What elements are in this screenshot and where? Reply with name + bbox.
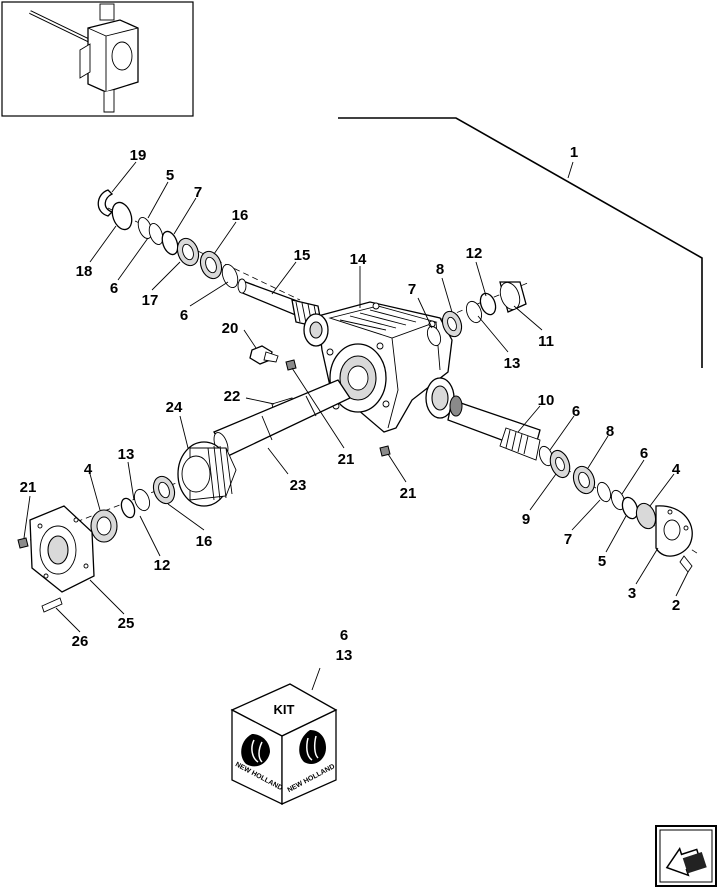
callout-1: 1 [570,144,578,161]
callout-4: 4 [672,461,681,478]
callout-21: 21 [20,479,37,496]
callout-5: 5 [598,553,606,570]
callout-6: 6 [640,445,648,462]
callout-2: 2 [672,597,680,614]
callout-18: 18 [76,263,93,280]
callout-6: 6 [180,307,188,324]
callout-8: 8 [606,423,614,440]
callout-21: 21 [400,485,417,502]
kit-box: 6 13 KIT NEW HOLLAND NEW HOLLAND [230,627,353,806]
callout-23: 23 [290,477,307,494]
callout-5: 5 [166,167,174,184]
callout-25: 25 [118,615,135,632]
upper-right-parts [426,281,527,347]
callout-10: 10 [538,392,555,409]
callout-13: 13 [504,355,521,372]
callout-7: 7 [408,281,416,298]
lower-left-parts [29,475,176,613]
callout-16: 16 [232,207,249,224]
callout-11: 11 [538,333,554,350]
output-shaft-10 [447,395,541,461]
callout-12: 12 [154,557,171,574]
next-page-button[interactable] [655,825,717,887]
callout-7: 7 [194,184,202,201]
callout-7: 7 [564,531,572,548]
gearbox-housing-14 [303,301,455,433]
callout-20: 20 [222,320,239,337]
callout-8: 8 [436,261,444,278]
callout-15: 15 [294,247,311,264]
fasteners [17,345,391,549]
kit-ref-13: 13 [336,647,353,664]
callout-21: 21 [338,451,355,468]
callout-13: 13 [118,446,135,463]
callout-22: 22 [224,388,241,405]
upper-left-parts [97,189,239,288]
callout-17: 17 [142,292,159,309]
leader-lines [23,161,689,691]
callout-9: 9 [522,511,530,528]
callout-6: 6 [572,403,580,420]
snap-ring-19 [97,189,114,217]
callout-3: 3 [628,585,636,602]
bevel-gear-24 [177,441,237,507]
lower-right-parts [538,445,693,573]
callout-26: 26 [72,633,89,650]
kit-label: KIT [274,702,295,717]
arrow-forward-icon [665,846,707,877]
bolt-2 [679,555,693,573]
assembly-bracket [338,117,703,368]
callout-14: 14 [350,251,367,268]
callout-4: 4 [84,461,93,478]
callout-6: 6 [110,280,118,297]
thumbnail-reference [1,1,194,117]
callout-12: 12 [466,245,483,262]
bolt-26 [41,597,63,613]
callout-24: 24 [166,399,183,416]
kit-ref-6: 6 [340,627,348,644]
callout-16: 16 [196,533,213,550]
callout-19: 19 [130,147,147,164]
